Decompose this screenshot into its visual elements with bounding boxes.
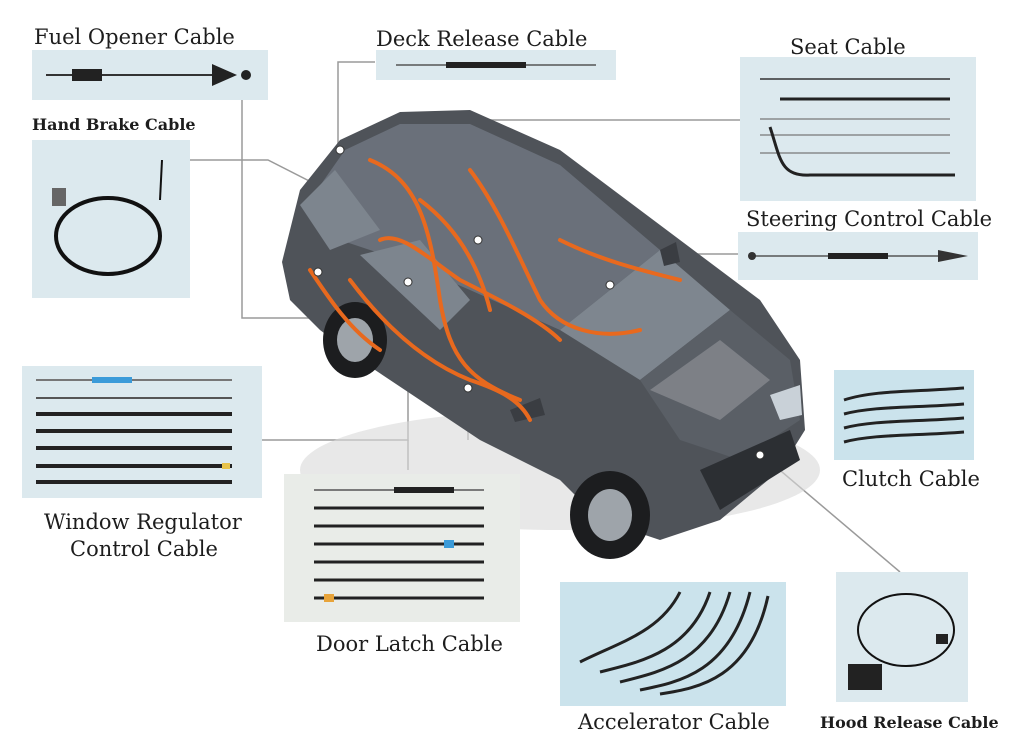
label-window-regulator-1: Window Regulator <box>44 510 242 534</box>
fuel-opener-cable-image <box>46 64 251 86</box>
label-deck-release: Deck Release Cable <box>376 27 588 51</box>
cable-route-5 <box>418 198 492 312</box>
panel-hood-release <box>836 572 968 702</box>
deck-release-cable-image <box>396 62 596 68</box>
panel-hand-brake <box>32 140 190 298</box>
panel-deck-release <box>376 50 616 80</box>
label-window-regulator-2: Control Cable <box>70 537 218 561</box>
clutch-cable-image <box>843 386 965 444</box>
label-hood-release: Hood Release Cable <box>820 713 999 732</box>
label-seat: Seat Cable <box>790 35 906 59</box>
cable-route-3 <box>468 168 642 336</box>
cable-route-1 <box>368 158 522 402</box>
cable-route-7 <box>558 238 682 282</box>
accelerator-cable-image <box>579 591 770 696</box>
label-accelerator: Accelerator Cable <box>578 710 770 734</box>
panel-steering-control <box>738 232 978 280</box>
panel-door-latch <box>284 474 520 622</box>
panel-window-regulator <box>22 366 262 498</box>
steering-control-cable-image <box>748 250 968 262</box>
panel-fuel-opener <box>32 50 268 100</box>
label-hand-brake: Hand Brake Cable <box>32 115 196 134</box>
window-regulator-cable-image <box>36 377 232 484</box>
cable-route-6 <box>308 268 382 352</box>
hand-brake-cable-image <box>52 159 163 276</box>
label-steering-control: Steering Control Cable <box>746 207 993 231</box>
panel-seat <box>740 57 976 201</box>
hood-release-cable-image <box>848 593 955 690</box>
seat-cable-image <box>760 78 955 177</box>
panel-clutch <box>834 370 974 460</box>
label-fuel-opener: Fuel Opener Cable <box>34 25 235 49</box>
panel-accelerator <box>560 582 786 706</box>
cable-route-2 <box>378 236 562 342</box>
label-door-latch: Door Latch Cable <box>316 632 503 656</box>
door-latch-cable-image <box>314 487 484 602</box>
cable-route-4 <box>348 278 532 422</box>
label-clutch: Clutch Cable <box>842 467 980 491</box>
